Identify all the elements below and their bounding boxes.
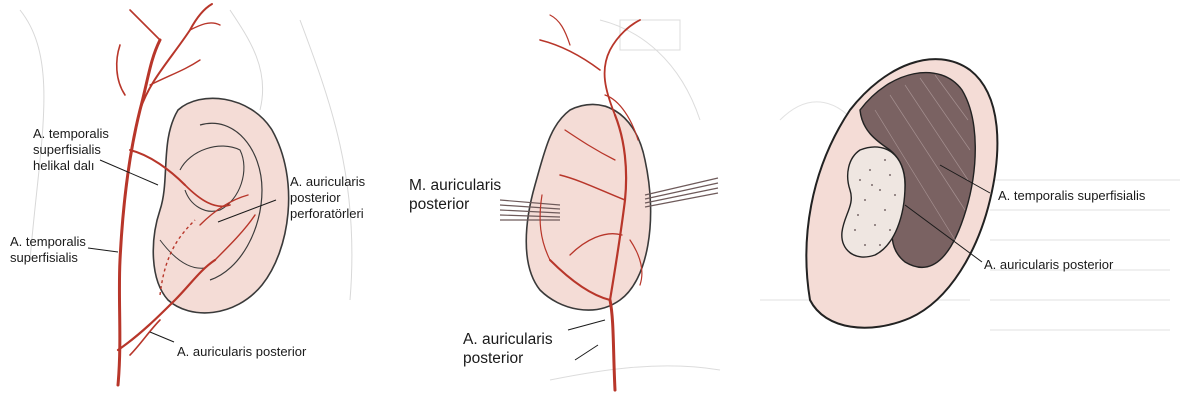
panel-posterior-ear: M. auricularis posterior A. auricularis …	[400, 0, 730, 397]
label-muscle: M. auricularis posterior	[409, 176, 501, 214]
label-auricularis-posterior: A. auricularis posterior	[177, 344, 306, 360]
label-auricularis-perforators: A. auricularis posterior perforatörleri	[290, 174, 365, 222]
label-auricularis-territory: A. auricularis posterior	[984, 257, 1113, 273]
label-temporalis: A. temporalis superfisialis	[10, 234, 86, 266]
label-temporalis-territory: A. temporalis superfisialis	[998, 188, 1145, 204]
label-temporalis-helical: A. temporalis superfisialis helikal dalı	[33, 126, 109, 174]
auricle-posterior-surface	[526, 104, 650, 310]
panel-lateral-ear: A. temporalis superfisialis helikal dalı…	[0, 0, 400, 397]
label-artery: A. auricularis posterior	[463, 330, 553, 368]
panel-territory-schematic: A. temporalis superfisialis A. auricular…	[740, 0, 1181, 397]
